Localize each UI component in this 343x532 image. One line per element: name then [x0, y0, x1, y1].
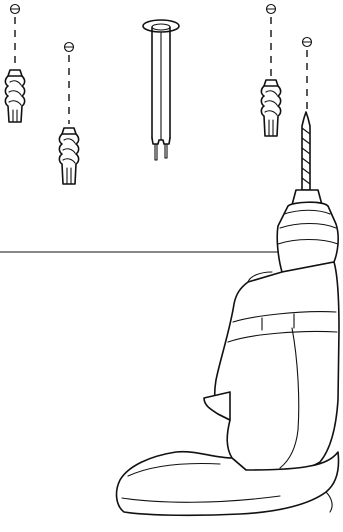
fixing-set-3	[260, 3, 282, 137]
cable-icon	[142, 19, 180, 161]
screw-icon	[265, 3, 277, 15]
screw-icon	[63, 41, 75, 53]
fixing-set-4	[301, 36, 313, 112]
screw-icon	[9, 3, 21, 15]
wall-plug-icon	[260, 79, 282, 137]
drill-bit-icon	[301, 111, 311, 191]
wall-plug-icon	[4, 69, 26, 123]
fixing-set-1	[4, 3, 26, 123]
drill-icon	[115, 111, 340, 517]
fixing-set-2	[58, 41, 80, 185]
screw-icon	[301, 36, 313, 48]
wall-plug-icon	[58, 127, 80, 185]
